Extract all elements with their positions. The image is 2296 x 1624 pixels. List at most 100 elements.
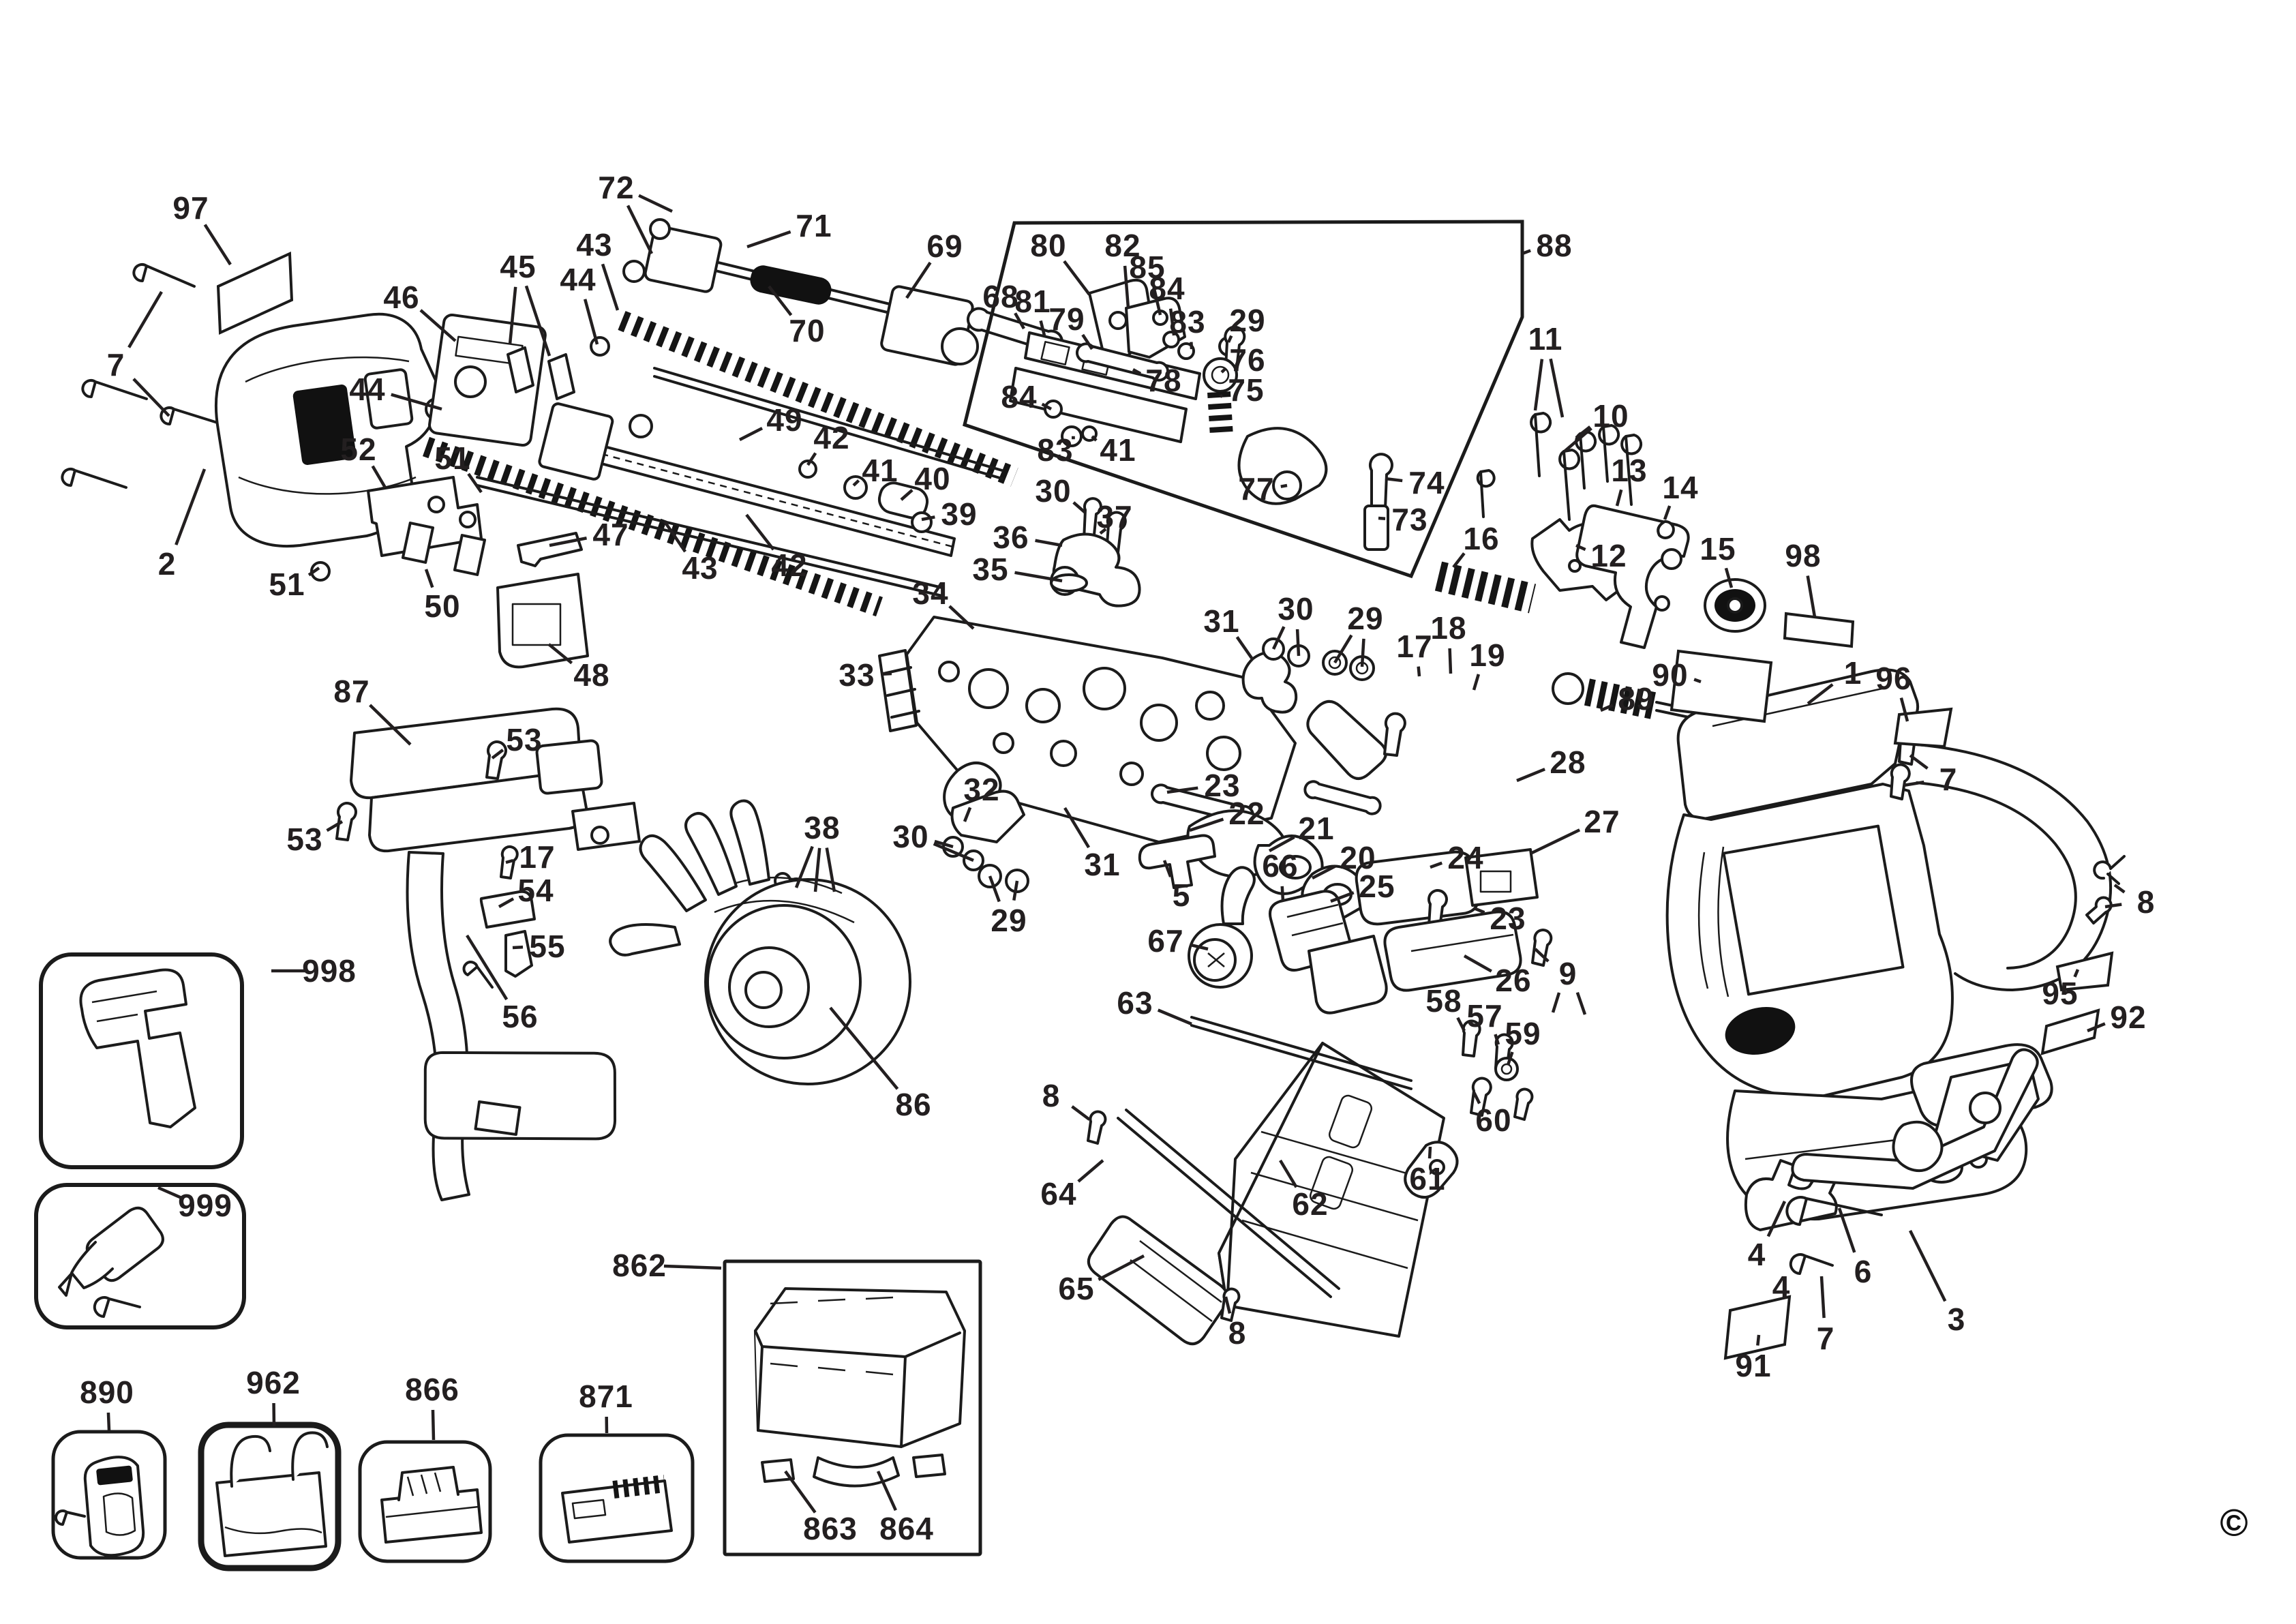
leader-line-95 [2074, 969, 2078, 977]
leader-line-85 [1153, 287, 1160, 315]
charger-871-illustration [562, 1481, 671, 1542]
part-callout-60: 60 [1475, 1102, 1512, 1138]
group-88-parts-illustration [968, 280, 1392, 550]
part-callout-75: 75 [1228, 372, 1265, 408]
leader-line-8 [2105, 904, 2121, 907]
leader-line-76 [1222, 369, 1225, 372]
part-callout-13: 13 [1611, 453, 1648, 488]
part-callout-1: 1 [1843, 655, 1862, 691]
leader-line-73 [1378, 518, 1385, 519]
part-callout-62: 62 [1292, 1186, 1329, 1222]
copyright-symbol: © [2220, 1501, 2248, 1544]
part-callout-31: 31 [1203, 603, 1240, 639]
leader-line-67 [1190, 945, 1208, 949]
part-callout-22: 22 [1228, 796, 1265, 831]
part-callout-14: 14 [1662, 470, 1699, 505]
leader-line-30 [934, 844, 973, 860]
part-callout-84: 84 [1001, 379, 1038, 415]
part-callout-58: 58 [1425, 983, 1462, 1019]
leader-line-68 [1015, 313, 1024, 329]
part-callout-71: 71 [796, 208, 832, 243]
part-callout-49: 49 [766, 402, 803, 438]
label-92-sticker [2042, 1010, 2098, 1053]
belt-clip-890-illustration [56, 1457, 143, 1555]
part-callout-44: 44 [560, 262, 596, 297]
part-callout-85: 85 [1129, 250, 1166, 285]
part-callout-51: 51 [269, 567, 305, 602]
part-callout-19: 19 [1469, 637, 1506, 673]
leader-line-13 [1617, 490, 1621, 506]
part-callout-68: 68 [982, 279, 1019, 314]
kit-998-box [41, 954, 242, 1167]
part-callout-23: 23 [1490, 901, 1526, 936]
part-callout-52: 52 [340, 432, 377, 467]
leader-line-37 [1100, 529, 1106, 533]
part-callout-43: 43 [576, 227, 613, 262]
part-callout-44: 44 [349, 372, 386, 407]
part-callout-864: 864 [879, 1511, 934, 1546]
part-callout-20: 20 [1340, 840, 1376, 875]
part-callout-77: 77 [1238, 471, 1275, 507]
leader-line-10 [1565, 428, 1591, 451]
part-callout-7: 7 [1816, 1321, 1835, 1356]
leader-line-23 [1167, 788, 1198, 792]
leader-line-35 [1015, 573, 1062, 581]
leader-line-42 [808, 453, 815, 465]
leader-line-18 [1450, 648, 1451, 674]
leader-line-57 [1495, 1034, 1498, 1044]
leader-line-54 [499, 899, 513, 907]
leader-line-52 [373, 466, 385, 487]
part-callout-87: 87 [333, 674, 370, 709]
label-90-sticker [1672, 651, 1771, 721]
leader-line-77 [1281, 485, 1287, 487]
part-callout-962: 962 [246, 1365, 301, 1400]
leader-line-55 [513, 947, 523, 948]
part-callout-47: 47 [592, 517, 629, 552]
part-callout-54: 54 [517, 873, 554, 908]
part-callout-26: 26 [1495, 963, 1532, 998]
leader-line-7 [1822, 1276, 1824, 1318]
leader-line-51 [468, 474, 481, 492]
part-callout-91: 91 [1735, 1348, 1772, 1383]
part-callout-12: 12 [1590, 538, 1627, 573]
leader-line-53 [327, 822, 342, 830]
motor-86-illustration [610, 801, 910, 1084]
part-callout-39: 39 [941, 496, 978, 532]
leader-line-25 [1331, 892, 1354, 901]
rack-49-illustration [539, 403, 954, 556]
part-callout-41: 41 [862, 453, 898, 488]
leader-line-21 [1269, 837, 1295, 851]
leader-line-44 [391, 395, 442, 409]
bottom-right-hardware-illustration [1746, 1050, 2038, 1274]
screws-10-11-illustration [1478, 413, 1641, 520]
glue-bottle-999-illustration [59, 1208, 163, 1317]
case-862-illustration [755, 1289, 965, 1486]
leader-line-8 [2115, 885, 2124, 892]
leader-line-29 [1335, 635, 1352, 663]
leader-line-58 [1457, 1018, 1464, 1031]
part-callout-92: 92 [2110, 999, 2147, 1035]
leader-line-89 [1601, 705, 1613, 710]
leader-line-14 [1665, 506, 1670, 520]
part-callout-83: 83 [1169, 304, 1206, 340]
leader-line-43 [665, 522, 685, 552]
leader-line-47 [549, 538, 587, 545]
hook-tool-998-illustration [80, 969, 195, 1127]
leader-line-10 [1576, 427, 1590, 438]
part-callout-84: 84 [1149, 271, 1185, 306]
leader-line-30 [1273, 627, 1284, 649]
leader-line-32 [965, 807, 970, 822]
part-callout-98: 98 [1785, 538, 1822, 573]
part-callout-48: 48 [573, 657, 610, 693]
leader-line-82 [1125, 266, 1128, 308]
leader-line-78 [1133, 370, 1141, 374]
leader-line-29 [990, 876, 999, 901]
leader-line-96 [1901, 698, 1907, 721]
leader-line-91 [1757, 1335, 1759, 1345]
battery-866-illustration [382, 1467, 481, 1542]
part-callout-863: 863 [803, 1511, 858, 1546]
leader-line-7 [129, 292, 162, 348]
leader-line-45 [526, 286, 549, 356]
kit-962-box [201, 1425, 338, 1568]
leader-line-42 [746, 515, 774, 550]
